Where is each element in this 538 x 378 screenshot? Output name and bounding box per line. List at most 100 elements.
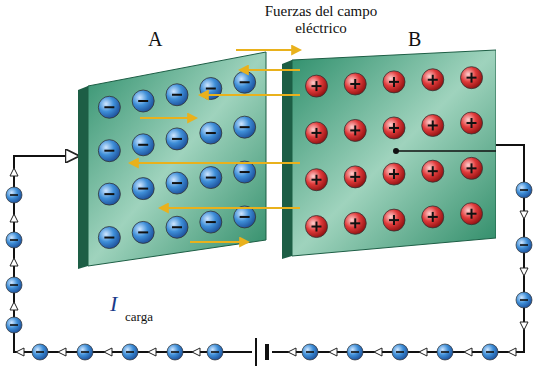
sign-stroke xyxy=(81,351,89,353)
sign-stroke xyxy=(396,351,404,353)
positive-charge xyxy=(461,67,483,89)
sign-stroke xyxy=(172,182,182,184)
sign-stroke xyxy=(36,351,44,353)
charge-ball xyxy=(98,227,120,249)
battery-symbol xyxy=(252,338,272,366)
sign-stroke xyxy=(432,212,434,222)
plate-drawing xyxy=(78,28,270,272)
electron xyxy=(132,90,154,112)
field-arrow xyxy=(130,162,300,164)
charge-ball xyxy=(98,183,120,205)
sign-stroke xyxy=(471,73,473,83)
sign-stroke xyxy=(432,120,434,130)
sign-stroke xyxy=(432,75,434,85)
charge-ball xyxy=(167,344,183,360)
sign-stroke xyxy=(104,106,114,108)
positive-charge xyxy=(344,73,366,95)
charge-ball xyxy=(166,128,188,150)
sign-stroke xyxy=(520,189,528,191)
sign-stroke xyxy=(126,351,134,353)
sign-stroke xyxy=(315,81,317,91)
charge-ball xyxy=(98,140,120,162)
plate-edge xyxy=(282,60,292,259)
positive-charge xyxy=(422,206,444,228)
sign-stroke xyxy=(315,128,317,138)
sign-stroke xyxy=(393,169,395,179)
sign-stroke xyxy=(486,351,494,353)
charge-ball xyxy=(383,209,405,231)
electron xyxy=(166,172,188,194)
electron xyxy=(482,344,498,360)
charge-ball xyxy=(6,232,22,248)
charge-ball xyxy=(302,344,318,360)
electron xyxy=(98,140,120,162)
sign-stroke xyxy=(354,79,356,89)
positive-charge xyxy=(461,157,483,179)
sign-stroke xyxy=(315,175,317,185)
current-label: carga xyxy=(125,309,153,324)
sign-stroke xyxy=(10,194,18,196)
flow-arrowhead xyxy=(148,348,156,356)
capacitor-plate: B xyxy=(282,28,496,262)
charge-ball xyxy=(200,122,222,144)
positive-charge xyxy=(422,160,444,182)
positive-charge xyxy=(344,166,366,188)
charge-ball xyxy=(383,117,405,139)
sign-stroke xyxy=(206,88,216,90)
battery-short-plate xyxy=(265,344,269,360)
flow-arrowhead xyxy=(374,348,382,356)
electron xyxy=(516,237,532,253)
flow-arrowhead xyxy=(520,322,528,330)
charge-ball xyxy=(200,211,222,233)
sign-stroke xyxy=(104,150,114,152)
charge-ball xyxy=(166,216,188,238)
sign-stroke xyxy=(471,163,473,173)
charge-ball xyxy=(516,182,532,198)
positive-charge xyxy=(383,209,405,231)
sign-stroke xyxy=(10,324,18,326)
flow-arrowhead xyxy=(464,348,472,356)
sign-stroke xyxy=(206,132,216,134)
flow-arrowhead xyxy=(10,302,18,310)
field-arrows xyxy=(130,50,300,242)
charge-ball xyxy=(344,212,366,234)
electron xyxy=(132,221,154,243)
charge-ball xyxy=(122,344,138,360)
electron xyxy=(166,128,188,150)
charge-ball xyxy=(344,73,366,95)
flow-arrowhead xyxy=(520,268,528,276)
electron xyxy=(6,232,22,248)
capacitor-plate: A xyxy=(78,28,270,272)
charge-ball xyxy=(132,221,154,243)
positive-charge xyxy=(344,212,366,234)
charge-ball xyxy=(461,157,483,179)
electron xyxy=(234,161,256,183)
electron xyxy=(122,344,138,360)
electron xyxy=(516,182,532,198)
sign-stroke xyxy=(104,237,114,239)
sign-stroke xyxy=(315,222,317,232)
electron xyxy=(6,277,22,293)
flow-arrowhead xyxy=(10,258,18,266)
battery-long-plate xyxy=(255,338,257,366)
sign-stroke xyxy=(172,226,182,228)
positive-charge xyxy=(344,119,366,141)
electron xyxy=(200,167,222,189)
charge-ball xyxy=(392,344,408,360)
flow-arrowhead xyxy=(16,348,24,356)
electron xyxy=(167,344,183,360)
charge-ball xyxy=(132,134,154,156)
plate-drawing xyxy=(282,28,496,262)
charge-ball xyxy=(207,344,223,360)
sign-stroke xyxy=(138,100,148,102)
charge-ball xyxy=(305,216,327,238)
charge-ball xyxy=(516,237,532,253)
charge-ball xyxy=(437,344,453,360)
electron xyxy=(6,317,22,333)
electron xyxy=(347,344,363,360)
electron xyxy=(200,78,222,100)
electron xyxy=(98,96,120,118)
charge-ball xyxy=(305,169,327,191)
charge-ball xyxy=(200,78,222,100)
